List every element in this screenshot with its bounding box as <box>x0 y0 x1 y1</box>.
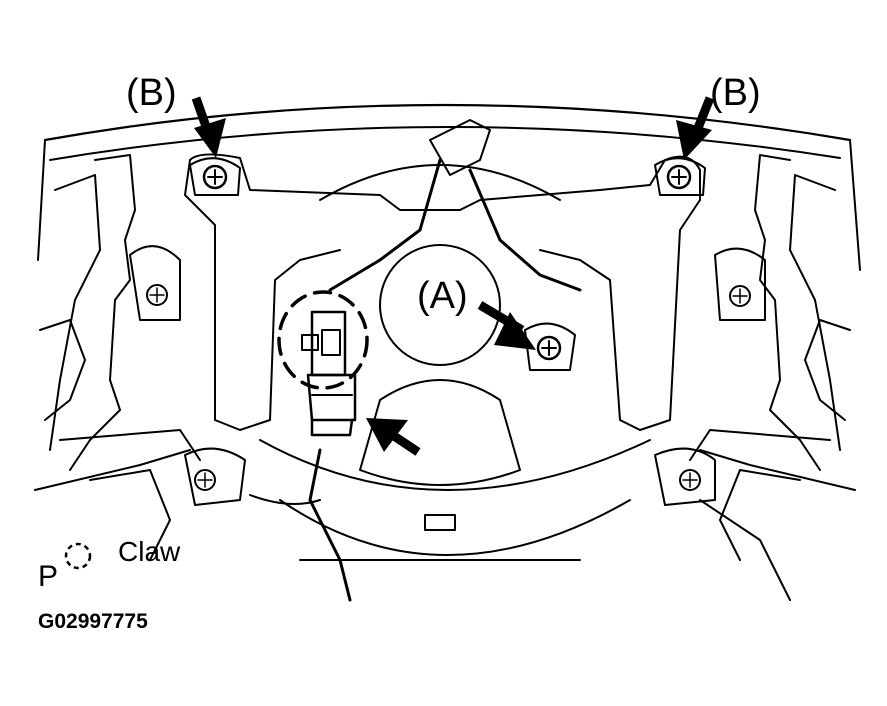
claw-dashed-circle-icon <box>64 542 92 570</box>
claw-highlight-circle <box>277 290 369 390</box>
left-mount-boss <box>129 245 246 506</box>
callout-b-right: (B) <box>710 72 761 114</box>
screw-b-right <box>654 157 706 196</box>
connector <box>301 310 357 437</box>
screw-a <box>524 322 576 371</box>
arrow-a <box>477 301 536 350</box>
screw-b-left <box>189 157 241 196</box>
figure-id: G02997775 <box>38 610 148 633</box>
right-spoke-frame <box>689 154 856 601</box>
arrow-connector <box>366 418 421 456</box>
arrow-b-right <box>676 96 715 160</box>
legend-prefix: P <box>38 560 59 593</box>
callout-b-left: (B) <box>126 72 177 114</box>
legend-claw-label: Claw <box>118 536 181 567</box>
arrow-b-left <box>191 96 226 158</box>
steering-wheel-rim <box>37 103 861 271</box>
callout-a: (A) <box>417 275 468 317</box>
wiring-harness <box>249 119 582 602</box>
left-spoke-frame <box>34 154 201 561</box>
right-mount-boss <box>654 247 766 506</box>
